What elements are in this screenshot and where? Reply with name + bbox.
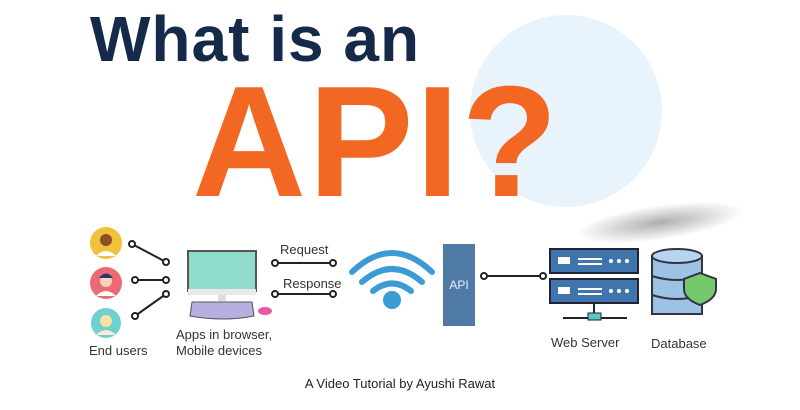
- footer-credit: A Video Tutorial by Ayushi Rawat: [304, 376, 496, 391]
- web-server-label: Web Server: [551, 335, 620, 350]
- title-line-1: What is an: [90, 3, 421, 75]
- api-box: API: [443, 244, 475, 326]
- request-label: Request: [280, 242, 329, 257]
- title-line-2: API?: [192, 54, 560, 230]
- user-avatar-icon: [90, 267, 122, 299]
- end-users-label: End users: [89, 343, 148, 358]
- apps-label-line2: Mobile devices: [176, 343, 262, 358]
- connector-lines: [128, 240, 547, 320]
- database-label: Database: [651, 336, 707, 351]
- apps-label-line1: Apps in browser,: [176, 327, 273, 342]
- wifi-icon: [349, 250, 435, 309]
- user-avatar-icon: [90, 227, 122, 259]
- background-circle: [470, 15, 662, 207]
- user-avatar-icon: [91, 308, 121, 338]
- computer-icon: [187, 250, 272, 320]
- response-label: Response: [283, 276, 342, 291]
- web-server-icon: [549, 248, 639, 321]
- database-icon: [651, 248, 717, 315]
